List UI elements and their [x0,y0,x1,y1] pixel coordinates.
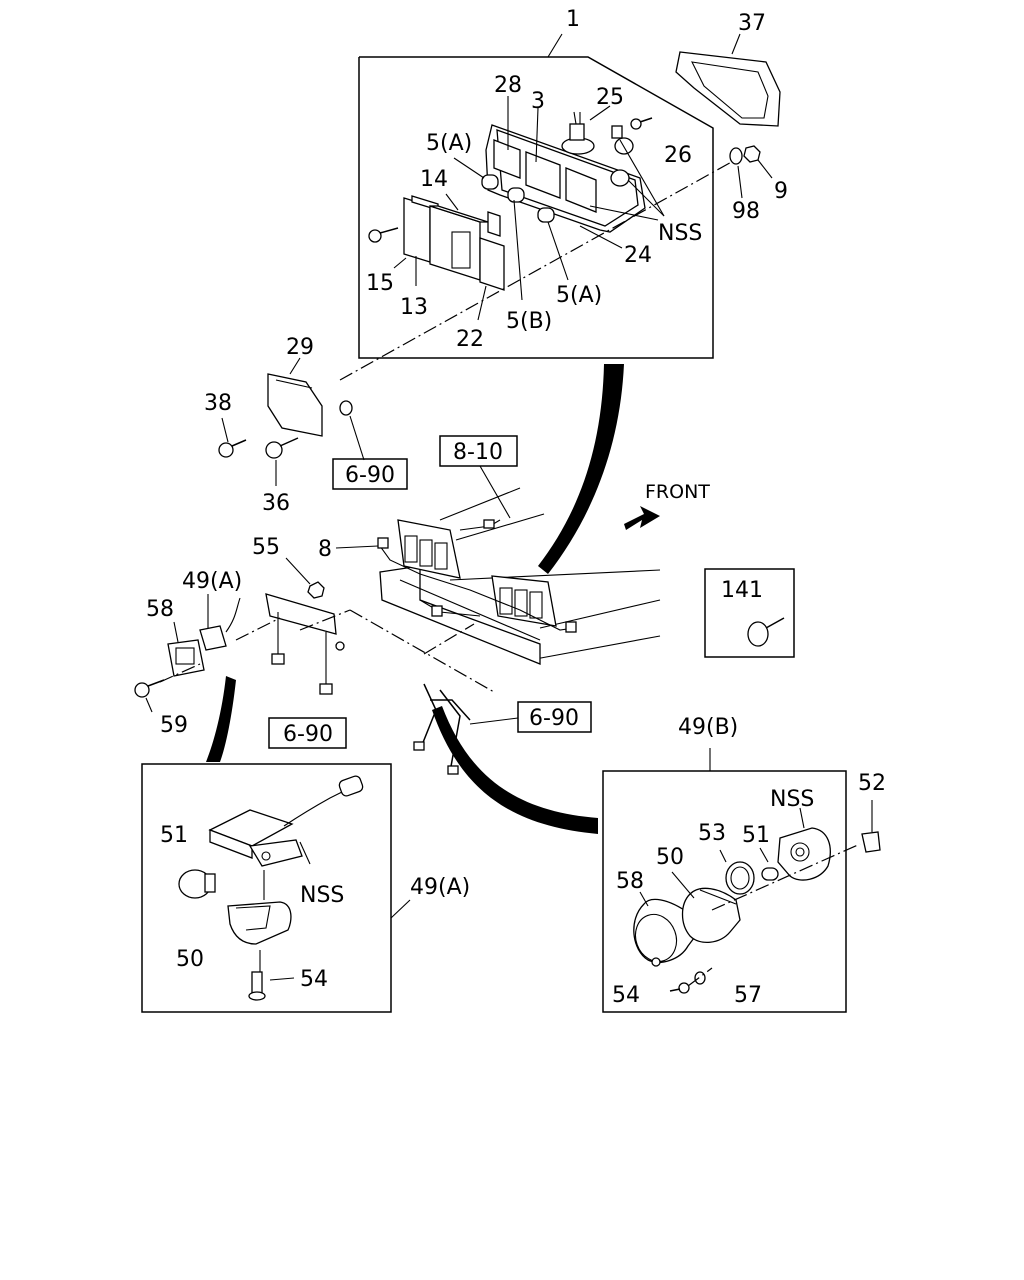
label-54-right: 54 [612,983,640,1008]
label-50-left: 50 [176,947,204,972]
part-labels: 1 37 28 3 25 26 5(A) 14 15 13 22 5(B) 5(… [146,7,886,1008]
label-5a-upper: 5(A) [426,131,472,156]
svg-text:8-10: 8-10 [453,440,503,465]
label-nss-top: NSS [658,221,702,246]
bulb-51-right-icon [761,867,779,881]
label-36: 36 [262,491,290,516]
screw-15-icon [368,227,399,243]
lamp-housing-37-icon [675,33,781,127]
label-53: 53 [698,821,726,846]
nut-55-icon [307,581,325,599]
lens-50-right-icon [681,887,741,943]
detail-box-assembly-1 [339,33,736,381]
screw-54-right-icon [669,982,690,994]
screw-26-icon [630,117,653,130]
socket-nss-icon [777,827,831,881]
reference-box-8-10[interactable]: 8-10 [439,435,518,467]
label-26: 26 [664,143,692,168]
bolt-38-icon [218,439,247,458]
svg-text:141: 141 [721,578,763,603]
label-58-left: 58 [146,597,174,622]
label-5b: 5(B) [506,309,552,334]
reference-box-6-90-b[interactable]: 6-90 [268,717,347,749]
label-57: 57 [734,983,762,1008]
lamp-base-icon [208,775,364,867]
label-50-right: 50 [656,845,684,870]
screw-54-left-icon [248,971,266,1001]
lens-50-left-icon [227,901,292,945]
label-22: 22 [456,327,484,352]
label-5a-lower: 5(A) [556,283,602,308]
svg-text:6-90: 6-90 [345,463,395,488]
reference-box-6-90-a[interactable]: 6-90 [332,458,408,490]
detail-arrow-right [432,706,598,834]
label-14: 14 [420,167,448,192]
nut-6-90-icon [339,400,353,416]
washer-98-icon [729,147,743,165]
chassis-frame [377,487,661,665]
label-13: 13 [400,295,428,320]
label-15: 15 [366,271,394,296]
detail-box-49b [602,748,861,1013]
svg-text:6-90: 6-90 [529,706,579,731]
label-37: 37 [738,11,766,36]
label-9: 9 [774,179,788,204]
label-58-right: 58 [616,869,644,894]
label-59: 59 [160,713,188,738]
lamp-58-icon [167,639,205,677]
label-52: 52 [858,771,886,796]
detail-box-141: 141 [704,568,795,658]
label-28: 28 [494,73,522,98]
detail-arrow-left [206,676,236,762]
label-nss-right: NSS [770,787,814,812]
label-55: 55 [252,535,280,560]
nut-9-icon [743,145,761,163]
label-3: 3 [531,89,545,114]
label-51-right: 51 [742,823,770,848]
license-lamp-bracket [265,593,345,695]
bulb-51-left-icon [178,869,216,899]
label-54-left: 54 [300,967,328,992]
label-29: 29 [286,335,314,360]
connector-52-icon [861,800,881,853]
gasket-53-icon [725,861,755,895]
front-direction-indicator: FRONT [624,481,710,530]
switch-25-icon [561,111,595,155]
bolt-36-icon [265,437,299,459]
clip-141-icon [747,617,785,647]
bulb-5a-upper-icon [481,174,499,190]
svg-text:6-90: 6-90 [283,722,333,747]
label-24: 24 [624,243,652,268]
bulb-5a-lower-icon [537,207,555,223]
label-49a-top: 49(A) [182,569,242,594]
reference-box-6-90-c[interactable]: 6-90 [517,701,592,733]
bracket-29-icon [267,373,323,437]
detail-box-49a [141,763,392,1013]
lamp-49a-icon [199,597,241,651]
label-25: 25 [596,85,624,110]
detail-arrow-top [538,364,624,574]
label-98: 98 [732,199,760,224]
label-8: 8 [318,537,332,562]
label-49b: 49(B) [678,715,738,740]
label-51-left: 51 [160,823,188,848]
bolt-59-icon [134,679,165,698]
label-1: 1 [566,7,580,32]
label-49a-box: 49(A) [410,875,470,900]
svg-text:FRONT: FRONT [645,481,710,503]
bulb-5b-icon [507,187,525,203]
label-38: 38 [204,391,232,416]
label-nss-left: NSS [300,883,344,908]
